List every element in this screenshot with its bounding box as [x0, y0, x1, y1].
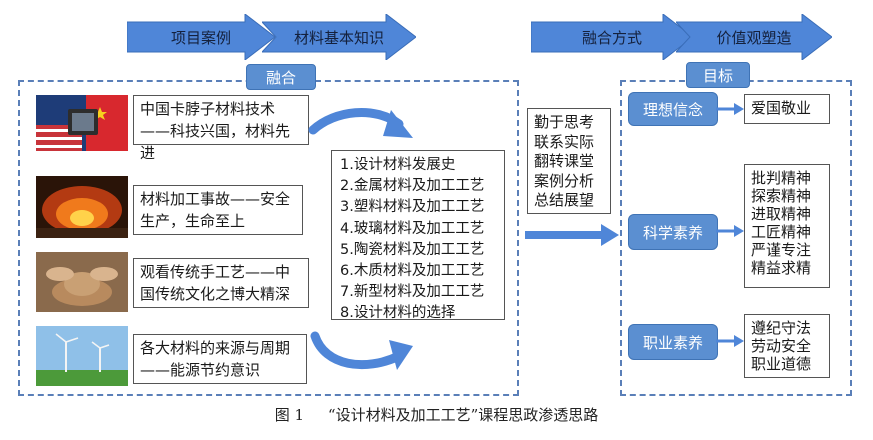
method-item: 总结展望	[534, 191, 595, 209]
value-item: 严谨专注	[751, 241, 812, 259]
value-item: 精益求精	[751, 259, 812, 277]
header-arrow-value-shaping: 价值观塑造	[676, 14, 832, 60]
arrow-shape-icon	[676, 14, 832, 60]
value-item: 爱国敬业	[751, 99, 812, 117]
header-material-basics-label: 材料基本知识	[293, 28, 384, 47]
arrow-shape-icon	[127, 14, 275, 60]
case-box-2: 材料加工事故——安全生产，生命至上	[133, 185, 303, 235]
case-text-1: 中国卡脖子材料技术——科技兴国，材料先进	[140, 100, 291, 162]
knowledge-item: 4.玻璃材料及加工工艺	[340, 220, 485, 237]
header-value-shaping-label: 价值观塑造	[716, 28, 792, 47]
value-item: 工匠精神	[751, 223, 812, 241]
fire-image-icon	[36, 176, 128, 238]
goal-scientific-literacy: 科学素养	[628, 214, 718, 250]
value-item: 批判精神	[751, 169, 812, 187]
knowledge-item: 6.木质材料及加工工艺	[340, 263, 485, 280]
knowledge-item: 8.设计材料的选择	[340, 305, 456, 322]
goal-tag: 目标	[686, 62, 750, 88]
case-text-3: 观看传统手工艺——中国传统文化之博大精深	[140, 263, 291, 303]
method-item: 案例分析	[534, 171, 595, 190]
goal-tag-label: 目标	[702, 66, 733, 85]
case-box-3: 观看传统手工艺——中国传统文化之博大精深	[133, 258, 309, 308]
small-right-arrow-icon	[716, 103, 744, 115]
right-arrow-icon	[525, 224, 619, 246]
small-right-arrow-icon	[716, 225, 744, 237]
method-item: 翻转课堂	[534, 152, 595, 170]
knowledge-item: 7.新型材料及加工工艺	[340, 284, 485, 301]
curved-arrow-top-icon	[308, 108, 413, 138]
flags-chip-photo	[36, 95, 128, 151]
goal-professional-literacy: 职业素养	[628, 324, 718, 360]
arrow-shape-icon	[262, 14, 416, 60]
value-item: 进取精神	[751, 205, 812, 223]
material-knowledge-list: 1.设计材料发展史 2.金属材料及加工工艺 3.塑料材料及加工工艺 4.玻璃材料…	[331, 150, 505, 321]
goal-professional-literacy-label: 职业素养	[642, 333, 703, 352]
case-text-2: 材料加工事故——安全生产，生命至上	[140, 190, 291, 230]
header-arrow-integration-method: 融合方式	[531, 14, 693, 60]
value-item: 探索精神	[751, 187, 812, 205]
case-text-4: 各大材料的来源与周期——能源节约意识	[140, 339, 291, 379]
fusion-tag-label: 融合	[265, 68, 296, 87]
values-professional-literacy: 遵纪守法 劳动安全 职业道德	[744, 314, 830, 378]
value-item: 职业道德	[751, 355, 812, 373]
pottery-image-icon	[36, 252, 128, 312]
knowledge-item: 3.塑料材料及加工工艺	[340, 199, 485, 216]
case-box-1: 中国卡脖子材料技术——科技兴国，材料先进	[133, 95, 309, 162]
knowledge-item: 2.金属材料及加工工艺	[340, 178, 485, 195]
goal-ideal-belief-label: 理想信念	[642, 100, 703, 119]
values-scientific-literacy: 批判精神 探索精神 进取精神 工匠精神 严谨专注 精益求精	[744, 164, 830, 288]
knowledge-item: 5.陶瓷材料及加工工艺	[340, 241, 485, 258]
figure-caption: 图 1 “设计材料及加工工艺”课程思政渗透思路	[0, 404, 873, 425]
goal-ideal-belief: 理想信念	[628, 92, 718, 126]
header-integration-method-label: 融合方式	[581, 28, 642, 47]
caption-text: “设计材料及加工工艺”课程思政渗透思路	[327, 406, 599, 424]
method-item: 勤于思考	[534, 113, 595, 131]
integration-methods-box: 勤于思考 联系实际 翻转课堂 案例分析 总结展望	[527, 108, 611, 214]
header-project-cases-label: 项目案例	[170, 28, 231, 47]
curved-arrow-bottom-icon	[310, 331, 413, 370]
flags-image-icon	[36, 95, 128, 151]
values-ideal-belief: 爱国敬业	[744, 94, 830, 124]
method-item: 联系实际	[534, 132, 595, 151]
pottery-craft-photo	[36, 252, 128, 312]
header-arrow-project-cases: 项目案例	[127, 14, 275, 60]
fire-accident-photo	[36, 176, 128, 238]
case-box-4: 各大材料的来源与周期——能源节约意识	[133, 334, 307, 384]
wind-turbine-image-icon	[36, 326, 128, 386]
fusion-tag: 融合	[246, 64, 316, 90]
small-right-arrow-icon	[716, 335, 744, 347]
value-item: 遵纪守法	[751, 319, 812, 337]
caption-label: 图 1	[274, 406, 305, 424]
wind-turbine-photo	[36, 326, 128, 386]
arrow-shape-icon	[531, 14, 693, 60]
header-arrow-material-basics: 材料基本知识	[262, 14, 416, 60]
knowledge-item: 1.设计材料发展史	[340, 157, 456, 173]
value-item: 劳动安全	[751, 337, 812, 355]
goal-scientific-literacy-label: 科学素养	[642, 223, 703, 242]
